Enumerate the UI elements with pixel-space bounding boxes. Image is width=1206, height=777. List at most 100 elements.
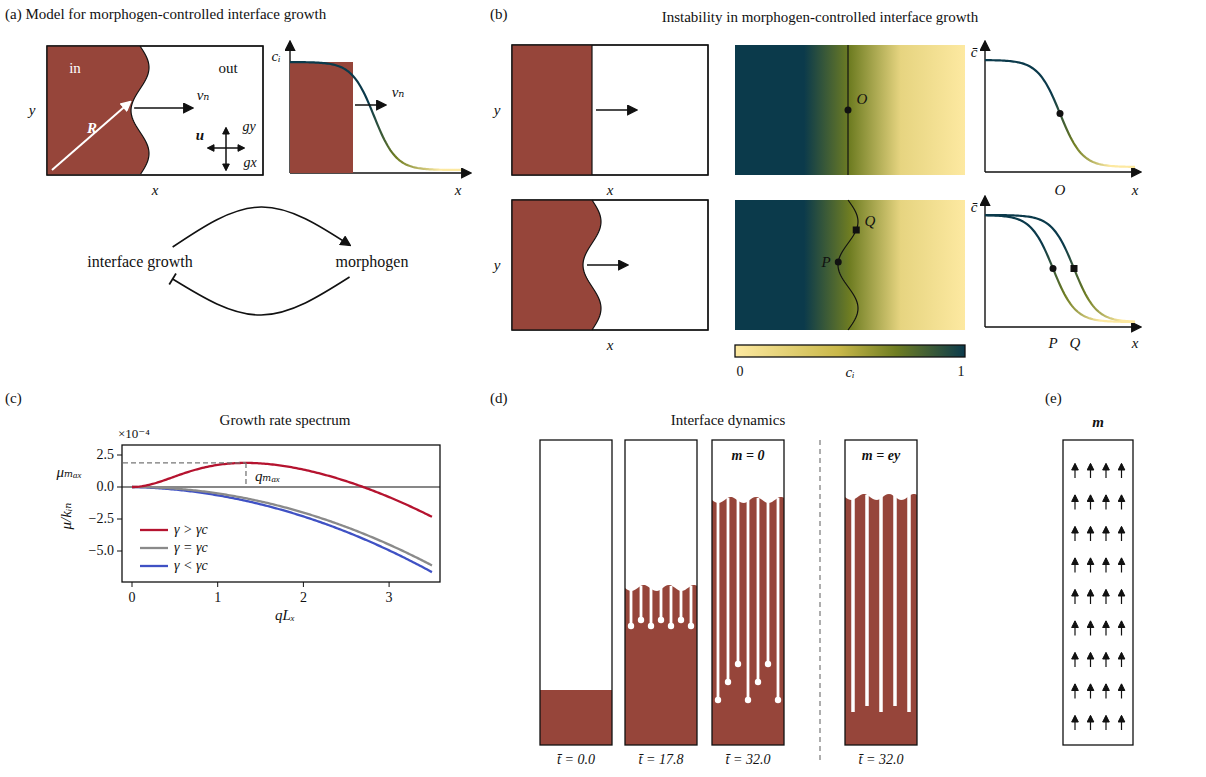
finger-gap [680, 586, 683, 620]
field-arrow [1105, 685, 1106, 699]
figure-label: x [607, 182, 614, 199]
field-arrow [1090, 653, 1091, 667]
figure-label: t̄ = 32.0 [859, 752, 904, 767]
field-arrow [1090, 464, 1091, 478]
marker-square [853, 227, 860, 234]
figure-label: P [821, 254, 830, 271]
marker-dot [835, 259, 842, 266]
finger-bulb [668, 623, 674, 629]
figure-label: x [152, 182, 159, 199]
figure-label: cᵢ [845, 364, 854, 381]
field-arrow [1121, 716, 1122, 730]
tick [117, 487, 122, 488]
tick [132, 582, 133, 587]
field-arrow [1074, 464, 1075, 478]
y-axis [984, 197, 985, 327]
loop-term: morphogen [332, 251, 413, 273]
finger-bulb [688, 623, 694, 629]
figure-label: m = 0 [732, 448, 765, 463]
field-box [1063, 440, 1133, 745]
plot-frame [122, 445, 440, 582]
figure-label: Instability in morphogen-controlled inte… [662, 9, 979, 26]
tissue-region [845, 494, 917, 745]
finger-gap [893, 495, 897, 706]
marker-dot [1057, 110, 1064, 117]
concentration-curve [985, 215, 1135, 322]
domain-box [512, 200, 708, 330]
velocity-arrow [134, 107, 192, 109]
finger-bulb [628, 623, 634, 629]
node-text: morphogen [336, 253, 409, 271]
figure-label: 0 [737, 364, 744, 379]
field-arrow [1121, 653, 1122, 667]
domain-frame [512, 45, 708, 175]
field-arrow [1074, 716, 1075, 730]
node-text: interface growth [87, 253, 192, 271]
figure-label: u [196, 127, 204, 144]
figure-label: cᵢ [271, 48, 280, 65]
figure-label: out [218, 60, 237, 77]
field-arrow [1090, 559, 1091, 573]
figure-label: x [455, 182, 462, 199]
figure-label: μₘₐₓ [57, 464, 82, 481]
figure-label: x [1132, 182, 1139, 199]
tick [217, 582, 218, 587]
finger-gap [640, 586, 643, 620]
field-arrow [1105, 527, 1106, 541]
field-arrow [1090, 496, 1091, 510]
figure-label: vₙ [197, 87, 210, 104]
field-arrow [1105, 653, 1106, 667]
figure-label: R [87, 120, 97, 137]
sim-box [712, 440, 784, 745]
figure-label: c̄ [971, 199, 978, 216]
tick [389, 582, 390, 587]
finger-gap [767, 498, 770, 664]
figure-label: y [494, 102, 501, 119]
tissue-region [290, 62, 353, 173]
field-arrow [1090, 622, 1091, 636]
field-arrow [1121, 590, 1122, 604]
feedback-arrow [173, 277, 350, 315]
marker-dot [1050, 265, 1057, 272]
figure-label: m [1092, 414, 1104, 431]
figure-label: 1 [958, 364, 965, 379]
figure-label: qₘₐₓ [255, 468, 280, 485]
finger-gap [670, 586, 673, 626]
figure-label: P [1048, 335, 1057, 352]
field-arrow [1105, 559, 1106, 573]
figure-label: vₙ [392, 84, 405, 101]
field-arrow [1074, 685, 1075, 699]
legend-sample [140, 565, 168, 567]
field-arrow [1105, 622, 1106, 636]
figure-label: −5.0 [89, 543, 114, 558]
legend-text: γ > γc [174, 522, 208, 538]
finger-gap [851, 495, 855, 712]
tick [303, 582, 304, 587]
sim-frame [540, 440, 612, 745]
figure-label: 2.5 [97, 447, 115, 462]
field-arrow [1121, 622, 1122, 636]
sim-box [845, 440, 917, 745]
domain-frame [512, 200, 708, 330]
field-arrow [1121, 464, 1122, 478]
legend-text: γ < γc [174, 558, 208, 574]
finger-bulb [735, 661, 741, 667]
finger-bulb [745, 697, 751, 703]
domain-box [512, 45, 708, 175]
growth-rate-curve [132, 487, 432, 565]
figure-label: (a) Model for morphogen-controlled inter… [5, 6, 326, 23]
figure-label: (e) [1045, 390, 1062, 407]
tick [117, 519, 122, 520]
finger-gap [865, 495, 869, 706]
figure-label: Q [1070, 335, 1081, 352]
finger-gap [879, 495, 883, 712]
sim-box [625, 440, 697, 745]
finger-gap [660, 586, 663, 620]
tissue-region [512, 45, 592, 175]
field-arrow [1090, 590, 1091, 604]
finger-bulb [678, 617, 684, 623]
colorbar [735, 345, 965, 357]
finger-bulb [638, 617, 644, 623]
tissue-region [47, 46, 149, 175]
